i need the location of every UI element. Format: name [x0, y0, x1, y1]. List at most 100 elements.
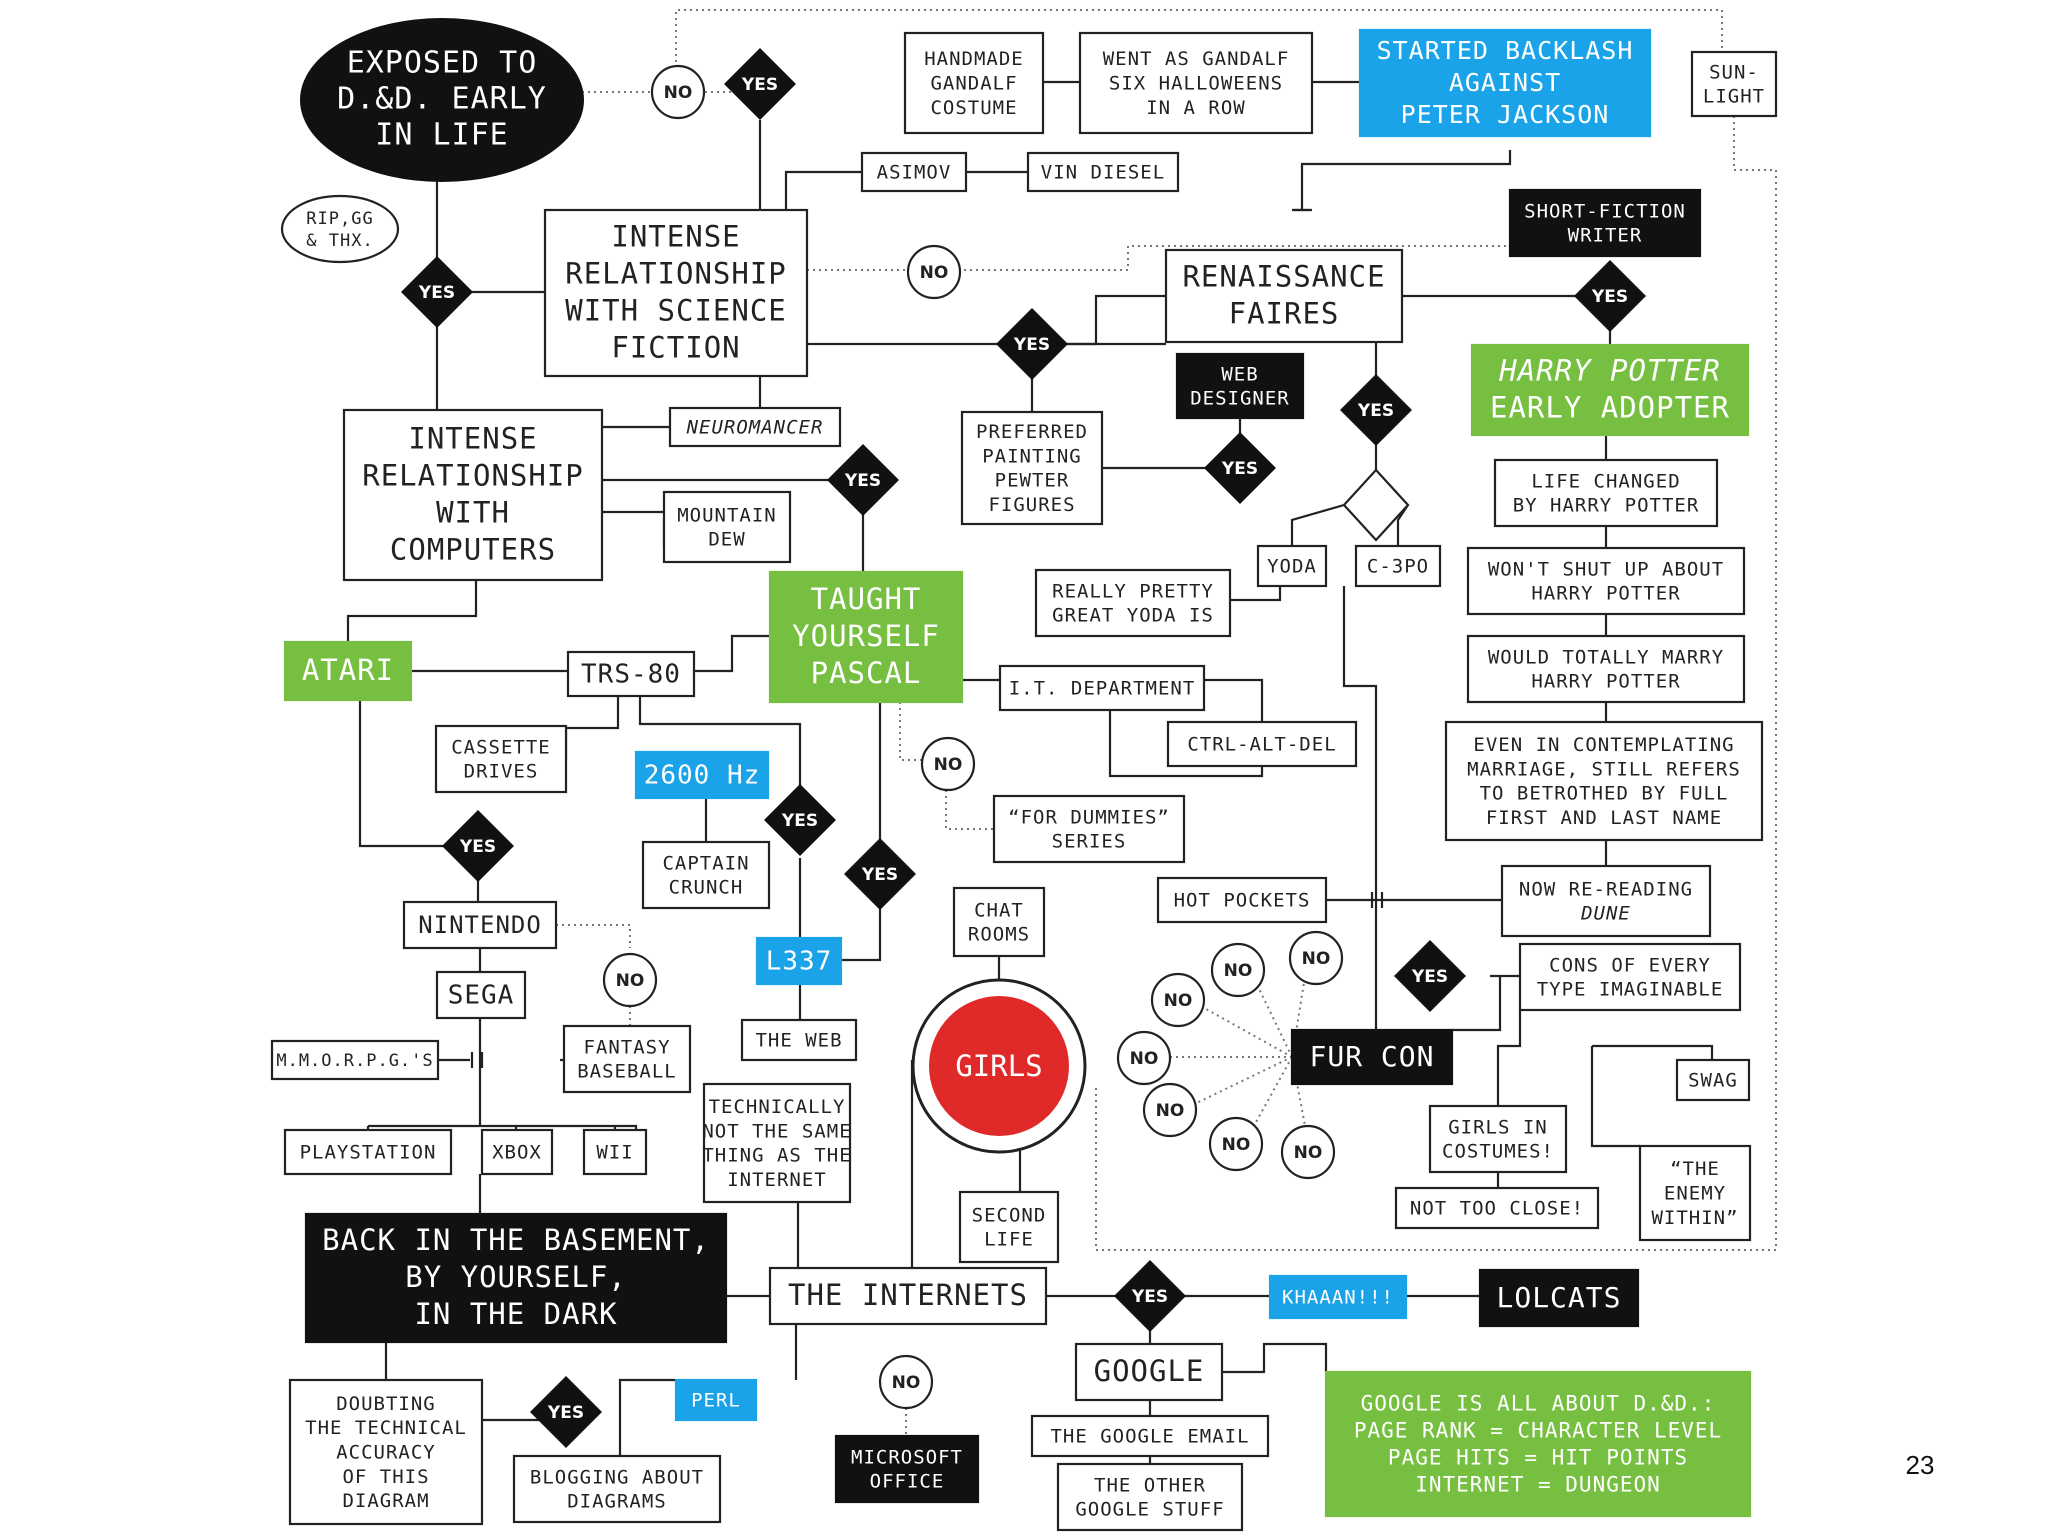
node-text: L337 — [766, 947, 833, 977]
node-pretty-yoda: REALLY PRETTY GREAT YODA IS — [1034, 568, 1232, 638]
node-text: GREAT YODA IS — [1052, 605, 1214, 627]
no-label: NO — [892, 1373, 921, 1393]
node-text: STARTED BACKLASH — [1377, 36, 1634, 65]
node-text: DUNE — [1580, 903, 1631, 925]
node-text: CONS OF EVERY — [1549, 954, 1711, 976]
node-text: TO BETROTHED BY FULL — [1480, 783, 1729, 805]
node-text: HARRY POTTER — [1531, 583, 1680, 605]
node-text: EARLY ADOPTER — [1490, 391, 1730, 425]
node-sega: SEGA — [435, 970, 527, 1020]
no-decision-marker: NO — [650, 64, 706, 120]
no-decision-marker: NO — [878, 1354, 934, 1410]
no-label: NO — [1156, 1101, 1185, 1121]
node-text: RIP,GG — [306, 209, 373, 229]
node-the-web: THE WEB — [740, 1018, 858, 1062]
node-text: MICROSOFT — [851, 1446, 963, 1468]
node-text: PAINTING — [982, 445, 1082, 467]
node-for-dummies: “FOR DUMMIES”SERIES — [992, 794, 1186, 864]
node-text: GOOGLE IS ALL ABOUT D.&D.: — [1361, 1392, 1716, 1416]
node-text: LIFE CHANGED — [1531, 470, 1680, 492]
yes-decision-marker: YES — [1204, 432, 1276, 504]
node-text: IN THE DARK — [414, 1297, 617, 1331]
node-text: WITH SCIENCE — [565, 294, 787, 328]
node-nintendo: NINTENDO — [402, 900, 558, 950]
node-text: SERIES — [1052, 831, 1127, 853]
node-text: INTENSE — [611, 219, 740, 253]
no-decision-marker: NO — [1116, 1030, 1172, 1086]
node-text: FAIRES — [1229, 297, 1340, 331]
node-atari: ATARI — [283, 640, 413, 702]
node-text: THING AS THE — [702, 1145, 851, 1167]
yes-label: YES — [1357, 401, 1394, 421]
node-text: GANDALF — [930, 73, 1017, 95]
node-fur-con: FUR CON — [1290, 1028, 1454, 1086]
node-text: DOUBTING — [336, 1393, 436, 1415]
node-text: CTRL-ALT-DEL — [1187, 734, 1336, 756]
no-label: NO — [920, 263, 949, 283]
node-text: THE TECHNICAL — [305, 1417, 467, 1439]
node-text: NINTENDO — [418, 911, 542, 939]
node-google-dnd: GOOGLE IS ALL ABOUT D.&D.:PAGE RANK = CH… — [1324, 1370, 1752, 1518]
node-text: ASIMOV — [877, 162, 952, 184]
node-text: AGAINST — [1449, 68, 1561, 97]
node-text: SECOND — [972, 1204, 1047, 1226]
node-text: WITH — [436, 496, 510, 530]
node-mmorpg: M.M.O.R.P.G.'S — [270, 1039, 440, 1081]
yes-decision-marker: YES — [442, 810, 514, 882]
node-text: REALLY PRETTY — [1052, 580, 1214, 602]
node-text: WEB — [1221, 363, 1258, 385]
node-text: HARRY POTTER — [1531, 671, 1680, 693]
no-decision-marker: NO — [906, 244, 962, 300]
node-neuromancer: NEUROMANCER — [668, 406, 842, 448]
node-text: NOT THE SAME — [702, 1120, 851, 1142]
node-text: LOLCATS — [1496, 1281, 1621, 1314]
yes-decision-marker: YES — [827, 444, 899, 516]
node-hot-pockets: HOT POCKETS — [1156, 876, 1328, 924]
node-text: NOW RE-READING — [1519, 878, 1693, 900]
node-text: “THE — [1670, 1158, 1720, 1180]
node-text: PASCAL — [811, 656, 922, 690]
node-rip-gg: RIP,GG& THX. — [280, 194, 400, 264]
node-text: COMPUTERS — [390, 533, 556, 567]
node-text: EVEN IN CONTEMPLATING — [1473, 734, 1734, 756]
yes-label: YES — [418, 283, 455, 303]
yes-label: YES — [1013, 335, 1050, 355]
node-perl: PERL — [674, 1378, 758, 1422]
yes-decision-marker: YES — [401, 256, 473, 328]
node-google: GOOGLE — [1074, 1342, 1224, 1402]
node-lolcats: LOLCATS — [1478, 1268, 1640, 1328]
node-text: INTERNET — [727, 1169, 827, 1191]
no-decision-marker: NO — [1288, 930, 1344, 986]
node-google-email: THE GOOGLE EMAIL — [1030, 1414, 1270, 1458]
node-text: SHORT-FICTION — [1524, 200, 1686, 222]
yes-decision-marker: YES — [530, 1376, 602, 1448]
no-label: NO — [934, 755, 963, 775]
node-text: COSTUME — [930, 97, 1017, 119]
node-text: WENT AS GANDALF — [1103, 48, 1290, 70]
node-text: HARRY POTTER — [1498, 353, 1721, 387]
node-l337: L337 — [755, 936, 843, 986]
page-number: 23 — [1905, 1450, 1935, 1480]
yes-label: YES — [1221, 459, 1258, 479]
node-text: DEW — [708, 529, 745, 551]
yes-decision-marker: YES — [996, 308, 1068, 380]
node-xbox: XBOX — [480, 1128, 554, 1176]
node-text: SEGA — [448, 981, 515, 1011]
no-decision-marker: NO — [1280, 1124, 1336, 1180]
node-text: HOT POCKETS — [1174, 890, 1311, 912]
node-text: GOOGLE — [1094, 1354, 1205, 1388]
node-yoda: YODA — [1256, 544, 1328, 588]
